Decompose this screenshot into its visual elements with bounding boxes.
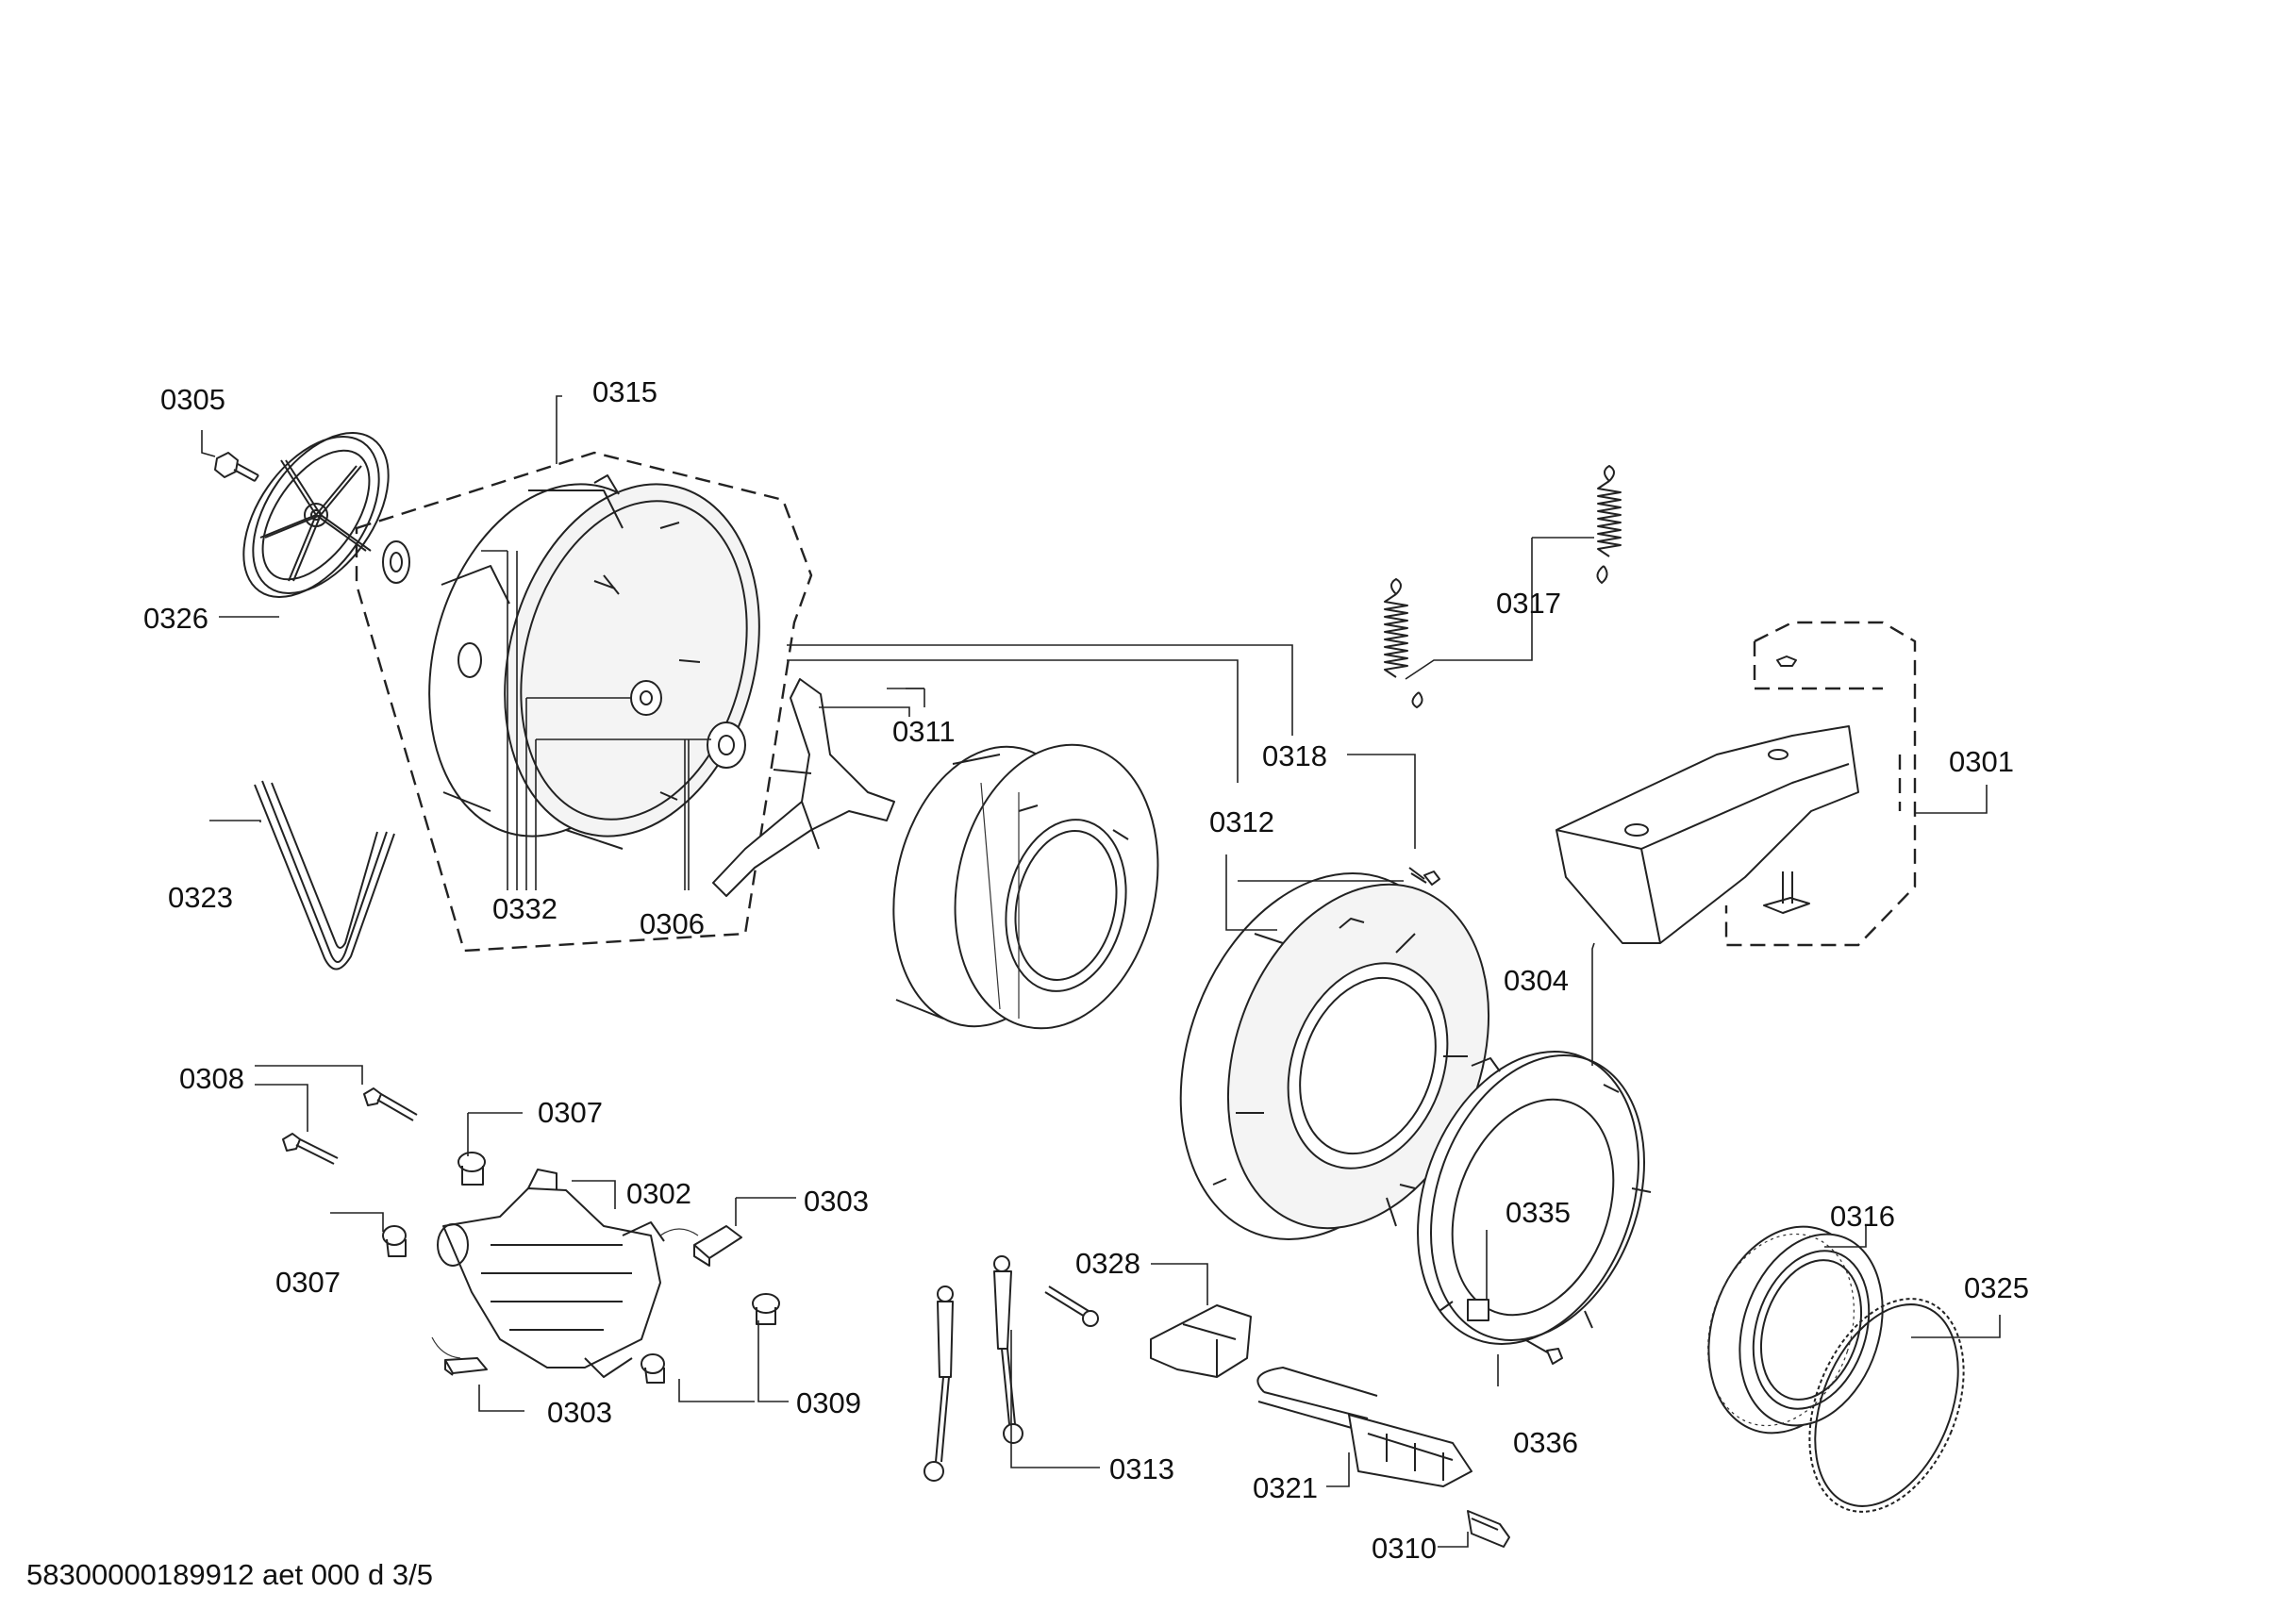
label-0323: 0323 <box>168 881 233 914</box>
heater-element-drawing <box>1256 1367 1472 1487</box>
label-0315: 0315 <box>592 375 657 408</box>
label-0306: 0306 <box>640 907 705 940</box>
label-0304: 0304 <box>1504 964 1569 997</box>
door-seal-drawing <box>1707 1225 1884 1435</box>
label-0311: 0311 <box>892 715 956 748</box>
leader-lines <box>201 395 2001 1548</box>
bush-0307-lower-drawing <box>382 1225 407 1257</box>
counterweight-drawing <box>1556 655 1859 944</box>
label-0335: 0335 <box>1506 1196 1571 1229</box>
document-code: 58300000189912 aet 000 d 3/5 <box>26 1558 433 1591</box>
label-0303-lower: 0303 <box>547 1396 612 1429</box>
drive-belt-drawing <box>254 780 395 970</box>
pulley-wheel-drawing <box>242 432 390 598</box>
rear-tub-assembly-outline <box>355 451 813 953</box>
label-0308: 0308 <box>179 1062 244 1095</box>
label-0307-upper: 0307 <box>538 1096 603 1129</box>
label-0336: 0336 <box>1513 1426 1578 1459</box>
label-0303-upper: 0303 <box>804 1185 869 1218</box>
tub-springs-drawing <box>1384 465 1622 708</box>
bearing-seal-drawing <box>382 540 410 584</box>
label-0312: 0312 <box>1209 805 1274 838</box>
screw-0328-drawing <box>1044 1286 1099 1327</box>
rear-tub-drawing <box>428 474 760 850</box>
front-ring-drawing <box>1399 1051 1652 1345</box>
label-0325: 0325 <box>1964 1271 2029 1304</box>
front-tub-drawing <box>1179 872 1490 1240</box>
label-0301: 0301 <box>1949 745 2014 778</box>
label-0326: 0326 <box>143 602 208 635</box>
ntc-sensor-drawing <box>1467 1510 1510 1548</box>
drum-drawing <box>892 743 1159 1030</box>
label-0310: 0310 <box>1372 1532 1437 1565</box>
clamp-ring-drawing <box>1808 1298 1965 1513</box>
label-0302: 0302 <box>626 1177 691 1210</box>
screw-0318-drawing <box>1408 867 1440 886</box>
label-0321: 0321 <box>1253 1471 1318 1504</box>
label-0318: 0318 <box>1262 739 1327 772</box>
label-0307-lower: 0307 <box>275 1266 341 1299</box>
screws-0308-drawing <box>282 1087 418 1165</box>
counterweight-assembly-outline <box>1724 621 1917 947</box>
carbon-brush-0303-lower-drawing <box>431 1336 488 1376</box>
carbon-brush-0303-upper-drawing <box>659 1225 742 1267</box>
shock-absorbers-drawing <box>923 1255 1023 1482</box>
label-0305: 0305 <box>160 383 225 416</box>
heater-bracket-drawing <box>1150 1304 1252 1378</box>
label-0317: 0317 <box>1496 587 1561 620</box>
label-0328: 0328 <box>1075 1247 1140 1280</box>
screw-0336-drawing <box>1523 1338 1563 1365</box>
label-0332: 0332 <box>492 892 557 925</box>
label-0313: 0313 <box>1109 1452 1174 1485</box>
bush-0307-upper-drawing <box>458 1152 486 1186</box>
screw-0305-drawing <box>214 452 259 482</box>
motor-drawing <box>437 1169 665 1378</box>
label-0309: 0309 <box>796 1386 861 1419</box>
drum-spider-drawing <box>712 678 895 897</box>
label-0316: 0316 <box>1830 1200 1895 1233</box>
bush-0309-drawing <box>641 1293 780 1384</box>
